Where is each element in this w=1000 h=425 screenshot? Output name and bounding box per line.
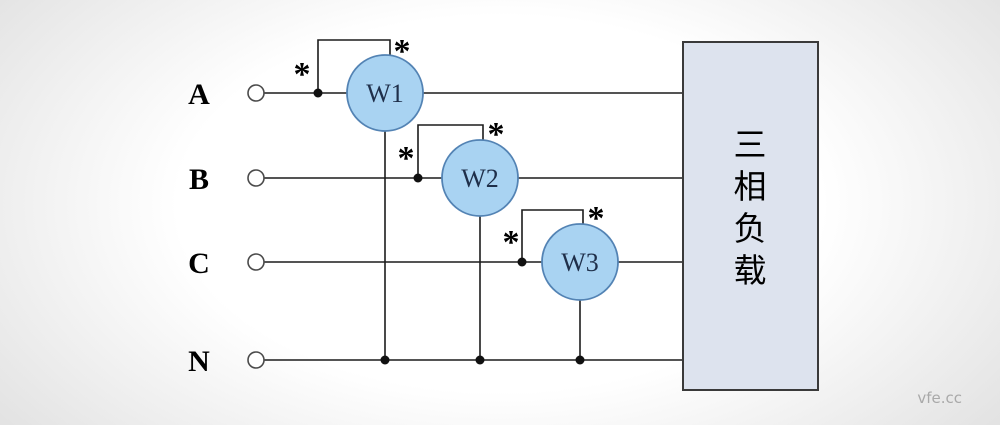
polarity-mark-w3-right: * [588,200,605,237]
terminal-c [247,253,265,271]
polarity-mark-w2-right: * [488,116,505,153]
wattmeter-w3 [541,223,619,301]
watermark: vfe.cc [917,389,962,407]
phase-label-b: B [189,163,209,196]
input-terminals [247,84,265,369]
phase-conductors [264,92,683,361]
junction-dot-n1 [380,355,390,365]
wattmeter-w2-label: W2 [461,164,499,193]
load-label-char-4: 载 [734,251,767,290]
voltage-coil-loops [317,39,584,262]
voltage-coil-loop-w1 [317,39,391,93]
load-label: 三 相 负 载 [734,125,767,290]
junction-dot-c [517,257,527,267]
junction-dot-n2 [475,355,485,365]
phase-labels: A B C N [188,78,210,378]
voltage-coil-loop-w3 [521,209,584,262]
voltage-coil-loop-w2 [417,124,484,178]
polarity-marks: * * * * * * [294,33,605,261]
terminal-a [247,84,265,102]
wattmeter-w3-label: W3 [561,248,599,277]
terminal-b [247,169,265,187]
polarity-mark-w3-left: * [503,224,520,261]
neutral-drops [384,131,581,360]
phase-label-c: C [188,247,210,280]
polarity-mark-w2-left: * [398,140,415,177]
load-label-char-1: 三 [734,125,767,164]
junction-dot-n3 [575,355,585,365]
phase-label-n: N [188,345,210,378]
phase-label-a: A [188,78,210,111]
load-box [682,41,819,391]
junction-dot-a [313,88,323,98]
terminal-n [247,351,265,369]
wattmeter-w1-label: W1 [366,79,404,108]
wattmeter-w2 [441,139,519,217]
junction-dots [313,88,585,365]
load-label-char-2: 相 [734,167,767,206]
wattmeters: W1 W2 W3 [346,54,619,301]
polarity-mark-w1-left: * [294,56,311,93]
wattmeter-w1 [346,54,424,132]
junction-dot-b [413,173,423,183]
polarity-mark-w1-right: * [394,33,411,70]
load-label-char-3: 负 [734,209,767,248]
